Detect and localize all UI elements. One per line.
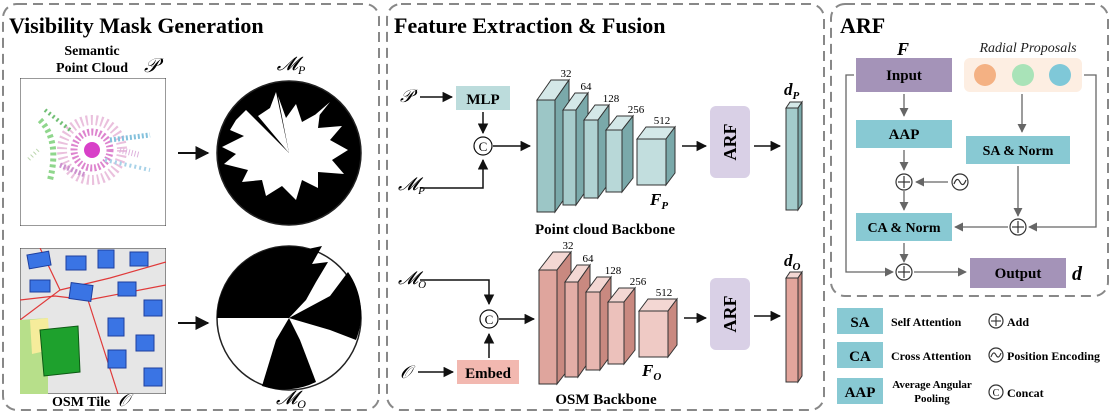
osm-tile-label: OSM Tile — [52, 395, 110, 410]
legend-sa-text: Self Attention — [891, 315, 962, 329]
d-o-label: dO — [784, 251, 801, 273]
radial-proposal-1 — [974, 64, 996, 86]
arf-aap-label: AAP — [889, 127, 920, 143]
point-cloud-image — [20, 78, 166, 226]
d-p-label: dP — [784, 80, 800, 102]
concat-glyph-p: C — [479, 139, 488, 154]
legend-concat-icon — [988, 384, 1004, 400]
feature-p-label: FP — [649, 190, 668, 212]
feature-o-label: FO — [641, 361, 661, 383]
mask-o-image — [216, 245, 362, 391]
osm-backbone — [537, 250, 678, 386]
legend-ca-text: Cross Attention — [891, 349, 971, 363]
embed-label: Embed — [465, 366, 512, 382]
arf-ca-norm-box — [856, 213, 952, 241]
arf-sa-norm-box — [966, 136, 1070, 164]
mask-p-symbol: 𝓜P — [398, 174, 425, 197]
concat-icon-o — [479, 309, 499, 329]
arf-label-o: ARF — [720, 296, 740, 333]
osm-backbone-label: OSM Backbone — [555, 392, 657, 408]
channel-p-4: 256 — [628, 104, 645, 116]
point-cloud-label-line1: Semantic — [64, 44, 119, 59]
input-p-symbol: 𝒫′ — [400, 86, 418, 106]
position-encoding-icon — [951, 173, 969, 191]
mask-p-label: 𝓜P — [277, 54, 306, 77]
arf-ca-norm-label: CA & Norm — [867, 221, 940, 236]
arf-output-box — [970, 258, 1066, 288]
osm-tile-image — [20, 248, 166, 394]
arf-f-label: F — [896, 39, 909, 59]
channel-p-1: 32 — [561, 68, 572, 80]
arrow-masko-to-concat — [420, 279, 495, 306]
arf-input-label: Input — [886, 68, 922, 84]
feature-panel-title: Feature Extraction & Fusion — [394, 13, 666, 38]
pc-backbone-label: Point cloud Backbone — [535, 222, 675, 238]
arf-panel — [830, 3, 1109, 297]
legend-sa-abbr: SA — [850, 315, 869, 331]
arf-sa-norm-label: SA & Norm — [983, 144, 1054, 159]
channel-p-3: 128 — [603, 93, 620, 105]
radial-proposal-3 — [1049, 64, 1071, 86]
concat-glyph-o: C — [485, 312, 494, 327]
svg-text:C: C — [993, 388, 1000, 399]
visibility-panel-title: Visibility Mask Generation — [9, 13, 264, 38]
legend-position-encoding-icon — [988, 347, 1004, 363]
arrow-input-skip — [845, 74, 894, 277]
point-cloud-symbol: 𝒫′ — [144, 55, 164, 77]
mask-p-image — [216, 80, 362, 226]
d-p-vector — [785, 100, 803, 212]
channel-o-5: 512 — [656, 287, 673, 299]
concat-icon-p — [473, 136, 493, 156]
embed-box — [457, 360, 519, 384]
arf-aap-box — [856, 120, 952, 148]
channel-o-4: 256 — [630, 276, 647, 288]
pc-backbone — [536, 78, 676, 214]
arf-d-label: d — [1072, 263, 1083, 285]
channel-o-2: 64 — [583, 253, 595, 265]
legend-sa-box — [837, 308, 883, 334]
channel-o-1: 32 — [563, 240, 574, 252]
channel-p-2: 64 — [581, 81, 593, 93]
legend-aap-text-line1: Average Angular — [892, 379, 972, 391]
arf-block-p — [710, 106, 750, 178]
arf-input-box — [856, 58, 952, 92]
legend-aap-text-line2: Pooling — [914, 393, 950, 405]
arf-block-o — [710, 278, 750, 350]
arrow-maskp-to-concat — [420, 158, 489, 189]
mlp-label: MLP — [466, 92, 499, 108]
point-cloud-label-line2: Point Cloud — [56, 61, 128, 76]
legend-concat-text: Concat — [1007, 386, 1044, 400]
channel-p-5: 512 — [654, 115, 671, 127]
legend: SA Self Attention Add CA Cross Attention… — [837, 308, 1100, 405]
arf-panel-title: ARF — [840, 13, 885, 38]
arf-radial-label: Radial Proposals — [978, 41, 1077, 56]
legend-ca-abbr: CA — [849, 349, 871, 365]
channel-o-3: 128 — [605, 265, 622, 277]
d-o-vector — [785, 270, 803, 384]
legend-aap-abbr: AAP — [845, 385, 876, 401]
legend-aap-box — [837, 378, 883, 404]
legend-position-text: Position Encoding — [1007, 349, 1100, 363]
visibility-panel — [2, 3, 380, 411]
mask-o-label: 𝓜O — [276, 388, 306, 411]
radial-proposal-2 — [1012, 64, 1034, 86]
legend-add-text: Add — [1007, 315, 1029, 329]
input-o-symbol: 𝒪 — [400, 362, 416, 382]
arf-label-p: ARF — [720, 124, 740, 161]
arf-output-label: Output — [995, 266, 1042, 282]
legend-ca-box — [837, 342, 883, 368]
arrow-proposals-loop — [1028, 74, 1097, 232]
mlp-box — [456, 86, 510, 110]
